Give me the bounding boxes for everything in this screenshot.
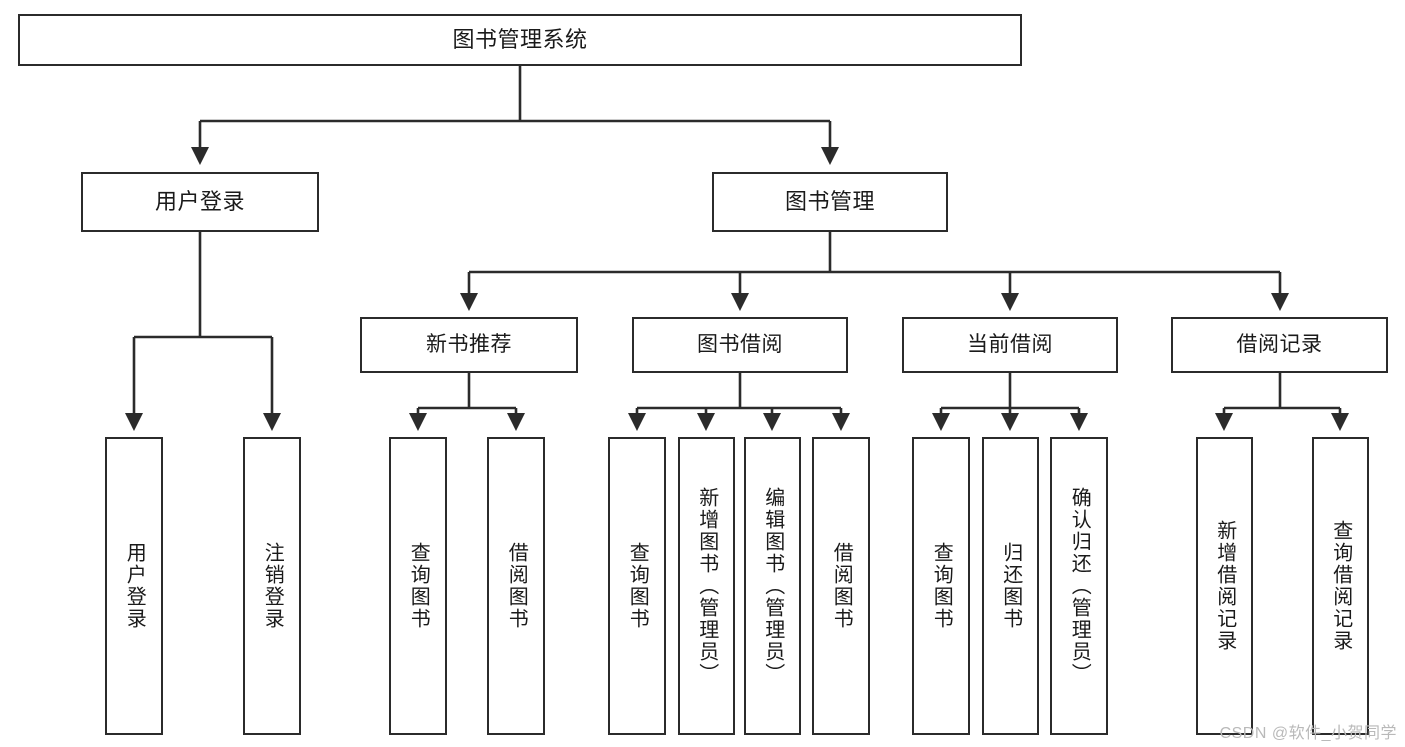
- node-new-book-recommend[interactable]: 新书推荐: [360, 317, 578, 373]
- node-label: 编辑图书（管理员）: [761, 487, 784, 685]
- node-label: 用户登录: [123, 542, 146, 630]
- node-current-borrow[interactable]: 当前借阅: [902, 317, 1118, 373]
- node-label: 确认归还（管理员）: [1068, 487, 1091, 685]
- leaf-borrow-book-recommend[interactable]: 借阅图书: [487, 437, 545, 735]
- leaf-query-book-recommend[interactable]: 查询图书: [389, 437, 447, 735]
- node-label: 注销登录: [261, 542, 284, 630]
- node-label: 当前借阅: [967, 332, 1053, 356]
- leaf-add-book-admin[interactable]: 新增图书（管理员）: [678, 437, 735, 735]
- node-label: 图书借阅: [697, 332, 783, 356]
- node-label: 查询图书: [930, 542, 953, 630]
- node-user-login[interactable]: 用户登录: [81, 172, 319, 232]
- leaf-edit-book-admin[interactable]: 编辑图书（管理员）: [744, 437, 801, 735]
- node-label: 图书管理: [784, 189, 875, 215]
- node-root-book-management-system[interactable]: 图书管理系统: [18, 14, 1022, 66]
- leaf-query-borrow-record[interactable]: 查询借阅记录: [1312, 437, 1369, 735]
- node-borrow-record[interactable]: 借阅记录: [1171, 317, 1388, 373]
- node-label: 查询借阅记录: [1329, 520, 1352, 652]
- node-label: 新增图书（管理员）: [695, 487, 718, 685]
- node-label: 新增借阅记录: [1213, 520, 1236, 652]
- node-label: 借阅图书: [505, 542, 528, 630]
- node-label: 借阅图书: [830, 542, 853, 630]
- leaf-logout-login[interactable]: 注销登录: [243, 437, 301, 735]
- leaf-query-book-borrow[interactable]: 查询图书: [608, 437, 666, 735]
- node-book-management[interactable]: 图书管理: [712, 172, 948, 232]
- leaf-query-book-current[interactable]: 查询图书: [912, 437, 970, 735]
- leaf-borrow-book-borrow[interactable]: 借阅图书: [812, 437, 870, 735]
- node-label: 用户登录: [154, 189, 245, 215]
- leaf-user-login[interactable]: 用户登录: [105, 437, 163, 735]
- node-book-borrow[interactable]: 图书借阅: [632, 317, 848, 373]
- node-label: 新书推荐: [426, 332, 512, 356]
- leaf-add-borrow-record[interactable]: 新增借阅记录: [1196, 437, 1253, 735]
- leaf-return-book[interactable]: 归还图书: [982, 437, 1039, 735]
- node-label: 查询图书: [626, 542, 649, 630]
- leaf-confirm-return-admin[interactable]: 确认归还（管理员）: [1050, 437, 1108, 735]
- node-label: 归还图书: [999, 542, 1022, 630]
- node-label: 查询图书: [407, 542, 430, 630]
- node-label: 借阅记录: [1236, 332, 1323, 356]
- node-label: 图书管理系统: [452, 27, 588, 53]
- watermark-text: CSDN @软件_小贺同学: [1219, 725, 1397, 742]
